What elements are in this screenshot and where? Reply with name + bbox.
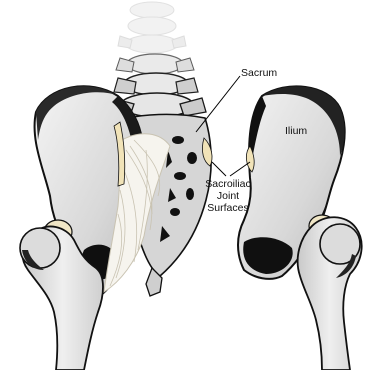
right-femur — [298, 217, 362, 370]
joint-label-line1: Sacroiliac — [201, 178, 255, 190]
sacroiliac-joint-label: Sacroiliac Joint Surfaces — [201, 178, 255, 214]
joint-label-line2: Joint — [201, 190, 255, 202]
joint-leader-line-right — [230, 162, 250, 176]
joint-label-line3: Surfaces — [201, 202, 255, 214]
ilium-label: Ilium — [285, 125, 307, 137]
sacrum-label: Sacrum — [241, 67, 277, 79]
joint-leader-line-left — [212, 162, 226, 176]
